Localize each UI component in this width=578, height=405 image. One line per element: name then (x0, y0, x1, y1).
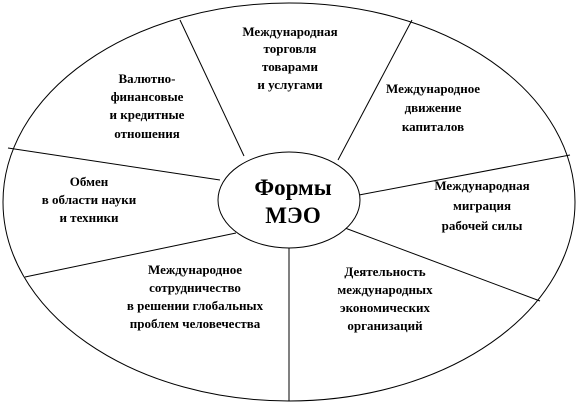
sector-trade-line: и услугами (257, 77, 323, 92)
sector-organizations: Деятельность международных экономических… (337, 264, 433, 333)
sector-currency-finance-line: отношения (114, 126, 179, 141)
divider-line (7, 147, 221, 181)
sector-capital-line: Международное (386, 81, 480, 96)
sector-science-exchange-line: Обмен (70, 174, 109, 189)
sector-organizations-line: экономических (340, 300, 431, 315)
sector-currency-finance-line: финансовые (111, 89, 184, 104)
sector-migration-line: рабочей силы (442, 218, 523, 233)
sector-migration: Международная миграция рабочей силы (434, 178, 529, 233)
sector-global-problems-line: проблем человечества (130, 316, 261, 331)
divider-line (344, 227, 541, 302)
sector-currency-finance-line: и кредитные (110, 107, 185, 122)
sector-organizations-line: международных (337, 282, 433, 297)
divider-line (24, 232, 237, 278)
divider-line (337, 19, 413, 161)
sector-capital-line: капиталов (402, 119, 464, 134)
sector-trade-line: Международная (242, 24, 337, 39)
sector-currency-finance-line: Валютно- (118, 71, 175, 86)
sector-organizations-line: организаций (347, 318, 423, 333)
sector-trade-line: товарами (262, 59, 318, 74)
sector-global-problems: Международное сотрудничество в решении г… (127, 262, 264, 331)
sector-global-problems-line: в решении глобальных (127, 298, 264, 313)
divider-line (358, 154, 571, 196)
sector-currency-finance: Валютно- финансовые и кредитные отношени… (110, 71, 185, 141)
sector-trade: Международная торговля товарами и услуга… (242, 24, 337, 92)
sector-science-exchange-line: в области науки (42, 192, 137, 207)
sector-organizations-line: Деятельность (344, 264, 425, 279)
sector-trade-line: торговля (264, 41, 317, 56)
center-ellipse (217, 151, 361, 249)
sector-migration-line: миграция (453, 198, 511, 213)
sector-capital-line: движение (405, 100, 462, 115)
divider-line (179, 19, 245, 157)
sector-dividers (7, 19, 571, 401)
sector-migration-line: Международная (434, 178, 529, 193)
center-title-line1: Формы (254, 175, 331, 200)
sector-science-exchange-line: и техники (59, 210, 119, 225)
sector-global-problems-line: Международное (148, 262, 242, 277)
sector-capital: Международное движение капиталов (386, 81, 480, 134)
sector-science-exchange: Обмен в области науки и техники (42, 174, 137, 225)
center-title-line2: МЭО (265, 203, 320, 228)
sector-global-problems-line: сотрудничество (149, 280, 241, 295)
